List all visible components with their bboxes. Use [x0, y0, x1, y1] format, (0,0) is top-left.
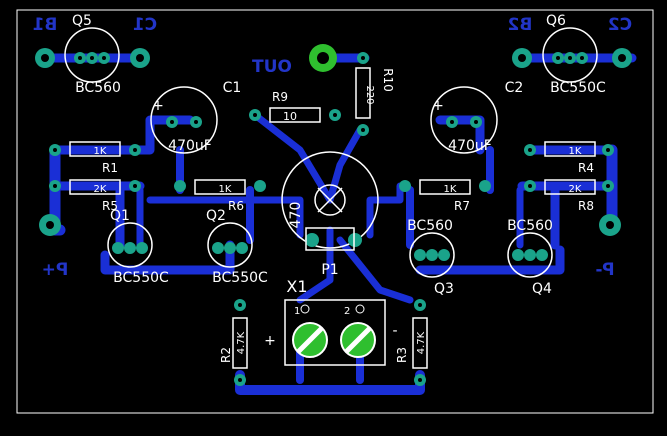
r6-name: R6 — [228, 199, 244, 213]
label-out: OUT — [252, 57, 292, 77]
x1-pin2: 2 — [344, 306, 350, 317]
x1-minus: - — [392, 323, 397, 339]
r3-value: 4.7K — [416, 331, 427, 354]
label-p-plus: P+ — [42, 260, 69, 280]
q5-value: BC560 — [75, 80, 121, 96]
silkscreen — [64, 27, 598, 369]
c1-name: C1 — [223, 80, 242, 96]
r3-name: R3 — [395, 347, 409, 363]
q1-value: BC550C — [113, 270, 169, 286]
r8-name: R8 — [578, 199, 594, 213]
r4-value: 1K — [569, 146, 582, 157]
board-outline — [16, 9, 654, 414]
r7-name: R7 — [454, 199, 470, 213]
pads — [35, 44, 632, 236]
x1-name: X1 — [286, 277, 307, 296]
r4-name: R4 — [578, 161, 594, 175]
p1-wiper-symbol — [305, 187, 355, 251]
q1-name: Q1 — [110, 208, 130, 224]
q3-name: Q3 — [434, 281, 454, 297]
r7-value: 1K — [444, 184, 457, 195]
c2-value: 470uF — [448, 138, 492, 154]
r2-name: R2 — [219, 347, 233, 363]
q4-name: Q4 — [532, 281, 552, 297]
label-b2: B2 — [508, 15, 533, 35]
q5-name: Q5 — [72, 13, 92, 29]
c1-value: 470uF — [168, 138, 212, 154]
r1-name: R1 — [102, 161, 118, 175]
q6-value: BC550C — [550, 80, 606, 96]
p1-name: P1 — [321, 262, 338, 278]
q2-value: BC550C — [212, 270, 268, 286]
x1-terminals — [292, 304, 376, 358]
label-p-minus: P- — [595, 260, 614, 280]
r5-name: R5 — [102, 199, 118, 213]
x1-plus: + — [264, 333, 276, 349]
r9-value: 10 — [283, 110, 297, 123]
label-c2-bottom: C2 — [608, 15, 632, 35]
label-c1-bottom: C1 — [133, 15, 157, 35]
q6-name: Q6 — [546, 13, 566, 29]
r1-value: 1K — [94, 146, 107, 157]
silk-text: Q5 BC560 Q6 BC550C C1 470uF C2 470uF + +… — [72, 13, 606, 363]
pad-holes — [53, 56, 610, 382]
r8-value: 2K — [569, 184, 582, 195]
label-b1: B1 — [33, 15, 58, 35]
q2-name: Q2 — [206, 208, 226, 224]
cap2-plus: + — [432, 98, 444, 114]
cap1-plus: + — [152, 98, 164, 114]
c2-name: C2 — [505, 80, 524, 96]
r2-value: 4.7K — [236, 331, 247, 354]
r9-name: R9 — [272, 90, 288, 104]
q4-value: BC560 — [507, 218, 553, 234]
r10-name: R10 — [381, 68, 395, 92]
r6-value: 1K — [219, 184, 232, 195]
x1-pin1: 1 — [294, 306, 300, 317]
r5-value: 2K — [94, 184, 107, 195]
p1-value: 470 — [288, 202, 304, 229]
r10-value: 220 — [364, 85, 375, 104]
mirrored-labels: B1 C1 B2 C2 P+ P- OUT — [33, 15, 633, 280]
q3-value: BC560 — [407, 218, 453, 234]
